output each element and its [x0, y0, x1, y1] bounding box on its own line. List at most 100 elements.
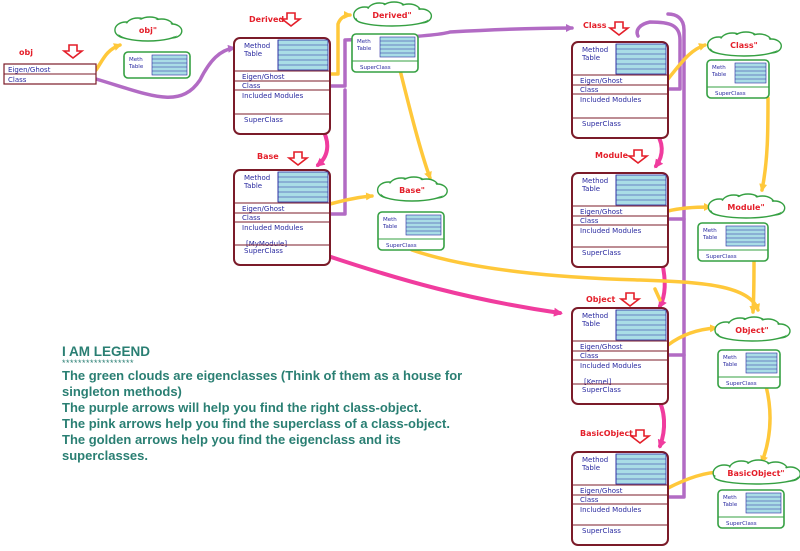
- class-boxes: DerivedMethodTableEigen/GhostClassInclud…: [233, 12, 669, 546]
- obj-title: obj: [19, 48, 33, 57]
- purple-arrow-basicobject-to-class: [666, 353, 686, 499]
- method-table-label: Table: [581, 54, 600, 62]
- gold-arrow-object-up-from-basic: [653, 287, 662, 302]
- meth-table-label: Table: [722, 502, 738, 508]
- row-class: Class: [242, 214, 261, 222]
- cloud-icon: [376, 176, 448, 202]
- included-module-name: [Kernel]: [584, 378, 612, 386]
- meth-table-label: Table: [722, 362, 738, 368]
- row-class: Class: [580, 217, 599, 225]
- included-module-name: [MyModule]: [246, 240, 287, 248]
- method-table-label: Method: [582, 46, 608, 54]
- class-object-base: BaseMethodTableEigen/GhostClassIncluded …: [233, 151, 331, 266]
- gold-arrow-derived-to-eigen: [328, 11, 352, 76]
- legend: I AM LEGEND ****************** The green…: [62, 344, 542, 464]
- method-table-label: Method: [244, 42, 270, 50]
- cloud-icon: [707, 193, 786, 219]
- method-table-label: Table: [243, 50, 262, 58]
- row-class: Class: [242, 82, 261, 90]
- down-arrow-icon: [618, 292, 642, 308]
- meth-table-label: Table: [382, 224, 398, 230]
- row-eigen-ghost: Eigen/Ghost: [242, 73, 285, 81]
- gold-arrow-obj-to-eigen: [94, 43, 122, 72]
- row-eigen-ghost: Eigen/Ghost: [580, 343, 623, 351]
- eigen-superclass-label: SuperClass: [726, 381, 757, 387]
- eigen-superclass-label: SuperClass: [386, 243, 417, 249]
- obj-row-eigen: Eigen/Ghost: [8, 66, 51, 74]
- method-table-label: Table: [243, 182, 262, 190]
- method-table-label: Method: [582, 177, 608, 185]
- class-object-title: Class: [583, 21, 607, 30]
- method-table-label: Method: [582, 312, 608, 320]
- gold-arrow-class-eigen-to-module-eigen: [759, 96, 770, 192]
- method-table-label: Method: [244, 174, 270, 182]
- eigenclass-title: Class": [730, 41, 758, 50]
- legend-line-6: superclasses.: [62, 448, 149, 463]
- gold-arrow-object-eigen-to-basicobject-eigen: [760, 384, 772, 464]
- purple-arrow-object-to-class: [666, 217, 686, 357]
- gold-arrow-module-eigen-to-object-eigen: [749, 258, 758, 314]
- row-class: Class: [580, 496, 599, 504]
- pink-arrow-base-to-object: [326, 254, 563, 317]
- obj-row-class: Class: [8, 76, 27, 84]
- row-superclass: SuperClass: [244, 247, 283, 255]
- gold-arrows: [94, 11, 772, 490]
- gold-arrow-object-to-eigen: [666, 324, 718, 347]
- method-table-label: Table: [581, 464, 600, 472]
- class-object-title: BasicObject: [580, 429, 633, 438]
- class-object-module: ModuleMethodTableEigen/GhostClassInclude…: [571, 149, 669, 268]
- gold-arrow-module-to-eigen: [666, 203, 712, 213]
- gold-arrow-base-to-eigen: [328, 192, 374, 206]
- meth-table-label: Table: [356, 46, 372, 52]
- class-object-derived: DerivedMethodTableEigen/GhostClassInclud…: [233, 12, 331, 135]
- meth-table-label: Table: [128, 64, 144, 70]
- gold-arrow-derived-eigen-to-base-eigen: [398, 68, 432, 180]
- legend-line-2: singleton methods): [62, 384, 182, 399]
- gold-arrow-class-to-eigen: [666, 43, 707, 81]
- eigenclass-clouds: obj"MethTableDerived"MethTableSuperClass…: [114, 1, 800, 529]
- row-eigen-ghost: Eigen/Ghost: [242, 205, 285, 213]
- down-arrow-icon: [607, 21, 631, 37]
- purple-arrow-module-to-class: [666, 12, 686, 221]
- legend-line-4: The pink arrows help you find the superc…: [62, 416, 450, 431]
- obj-down-arrow-icon: [61, 44, 85, 60]
- row-eigen-ghost: Eigen/Ghost: [580, 208, 623, 216]
- down-arrow-icon: [279, 12, 303, 28]
- legend-line-5: The golden arrows help you find the eige…: [62, 432, 401, 447]
- row-included-modules: Included Modules: [242, 92, 304, 100]
- class-object-object: ObjectMethodTableEigen/GhostClassInclude…: [571, 292, 669, 405]
- method-table-label: Table: [581, 320, 600, 328]
- row-superclass: SuperClass: [582, 527, 621, 535]
- eigen-superclass-label: SuperClass: [360, 65, 391, 71]
- cloud-icon: [712, 459, 800, 485]
- eigenclass-title: Module": [727, 203, 764, 212]
- eigen-superclass-label: SuperClass: [715, 91, 746, 97]
- row-included-modules: Included Modules: [580, 506, 642, 514]
- row-superclass: SuperClass: [582, 249, 621, 257]
- meth-table-label: Table: [711, 72, 727, 78]
- legend-stars: ******************: [62, 358, 135, 368]
- cloud-icon: [114, 16, 183, 42]
- down-arrow-icon: [286, 151, 310, 167]
- class-object-title: Derived: [249, 15, 284, 24]
- meth-table-label: Meth: [357, 39, 371, 45]
- row-superclass: SuperClass: [244, 116, 283, 124]
- row-included-modules: Included Modules: [580, 362, 642, 370]
- row-included-modules: Included Modules: [580, 227, 642, 235]
- meth-table-label: Meth: [383, 217, 397, 223]
- method-table-label: Method: [582, 456, 608, 464]
- row-included-modules: Included Modules: [580, 96, 642, 104]
- purple-arrow-obj-to-derived: [94, 44, 236, 99]
- row-eigen-ghost: Eigen/Ghost: [580, 77, 623, 85]
- eigen-superclass-label: SuperClass: [706, 254, 737, 260]
- row-class: Class: [580, 352, 599, 360]
- legend-line-1: The green clouds are eigenclasses (Think…: [62, 368, 463, 383]
- legend-line-3: The purple arrows will help you find the…: [62, 400, 422, 415]
